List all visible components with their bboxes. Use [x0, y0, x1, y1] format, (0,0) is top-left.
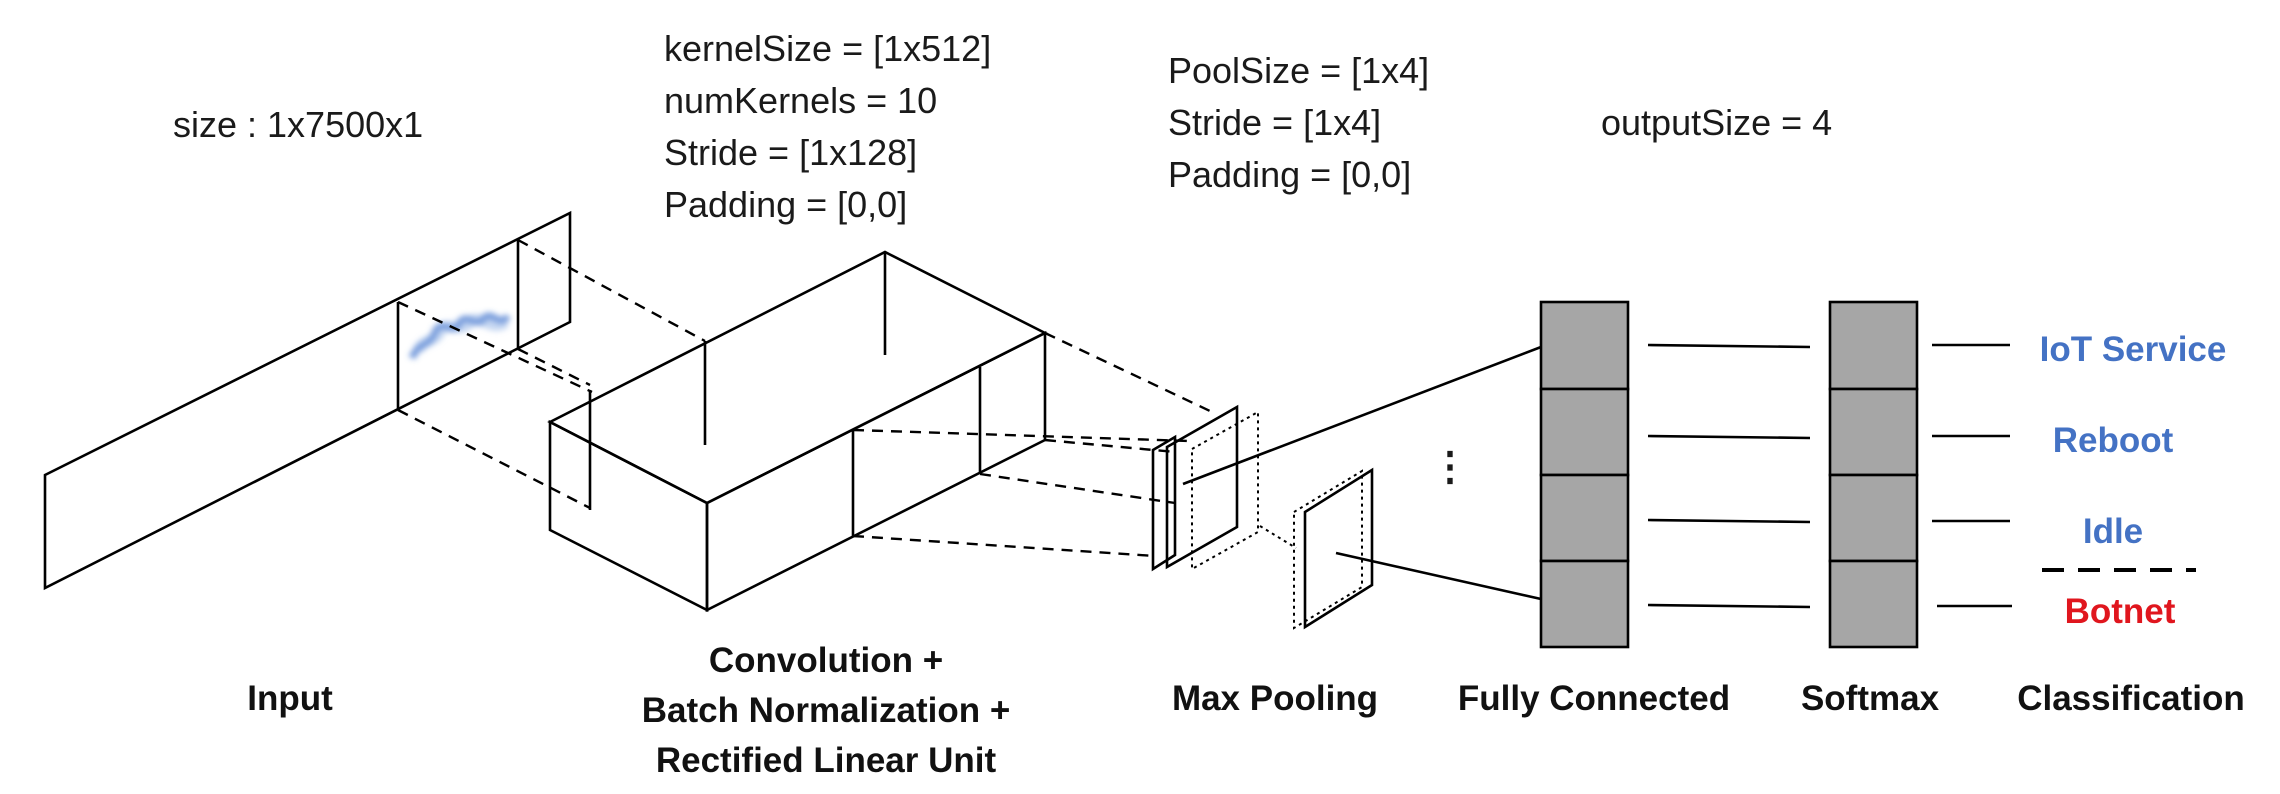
input-slab: [43, 210, 572, 591]
class-labels: IoT Service Reboot Idle Botnet: [2040, 330, 2227, 631]
conv-to-pool-connectors: [852, 331, 1211, 558]
stage-label-classification: Classification: [2017, 679, 2245, 718]
fc-to-softmax-connectors: [1647, 343, 1811, 609]
softmax-column: [1828, 300, 1919, 649]
pool-param-stride: Stride = [1x4]: [1168, 102, 1381, 143]
stage-label-max-pooling: Max Pooling: [1172, 679, 1378, 718]
conv-param-num-kernels: numKernels = 10: [664, 80, 937, 121]
fully-connected-column: [1539, 300, 1630, 649]
conv-param-padding: Padding = [0,0]: [664, 184, 907, 225]
stage-label-input: Input: [247, 679, 333, 718]
conv-param-kernel-size: kernelSize = [1x512]: [664, 28, 991, 69]
input-size-label: size : 1x7500x1: [173, 104, 423, 145]
stage-label-conv-line-3: Rectified Linear Unit: [656, 741, 997, 780]
conv-params: kernelSize = [1x512] numKernels = 10 Str…: [664, 28, 991, 225]
input-to-conv-connectors: [397, 238, 706, 510]
stage-label-fully-connected: Fully Connected: [1458, 679, 1730, 718]
conv-param-stride: Stride = [1x128]: [664, 132, 917, 173]
pool-to-fc-connectors: [1182, 345, 1542, 601]
class-label-botnet: Botnet: [2065, 592, 2176, 631]
class-label-reboot: Reboot: [2053, 421, 2174, 460]
class-label-iot-service: IoT Service: [2040, 330, 2227, 369]
stage-labels: Input Convolution + Batch Normalization …: [247, 641, 2245, 780]
pool-params: PoolSize = [1x4] Stride = [1x4] Padding …: [1168, 50, 1429, 195]
convolution-block: [547, 250, 1048, 613]
pool-param-padding: Padding = [0,0]: [1168, 154, 1411, 195]
softmax-to-class-connectors: [1932, 343, 2012, 608]
pooling-feature-maps: [1151, 404, 1374, 630]
fc-output-size-label: outputSize = 4: [1601, 102, 1832, 143]
ellipsis: ⋮: [1430, 445, 1470, 489]
pool-param-pool-size: PoolSize = [1x4]: [1168, 50, 1429, 91]
stage-label-softmax: Softmax: [1801, 679, 1940, 718]
input-signal-waveform: [408, 312, 511, 360]
stage-label-conv-line-1: Convolution +: [709, 641, 943, 680]
class-label-idle: Idle: [2083, 512, 2143, 551]
stage-label-conv-line-2: Batch Normalization +: [642, 691, 1011, 730]
